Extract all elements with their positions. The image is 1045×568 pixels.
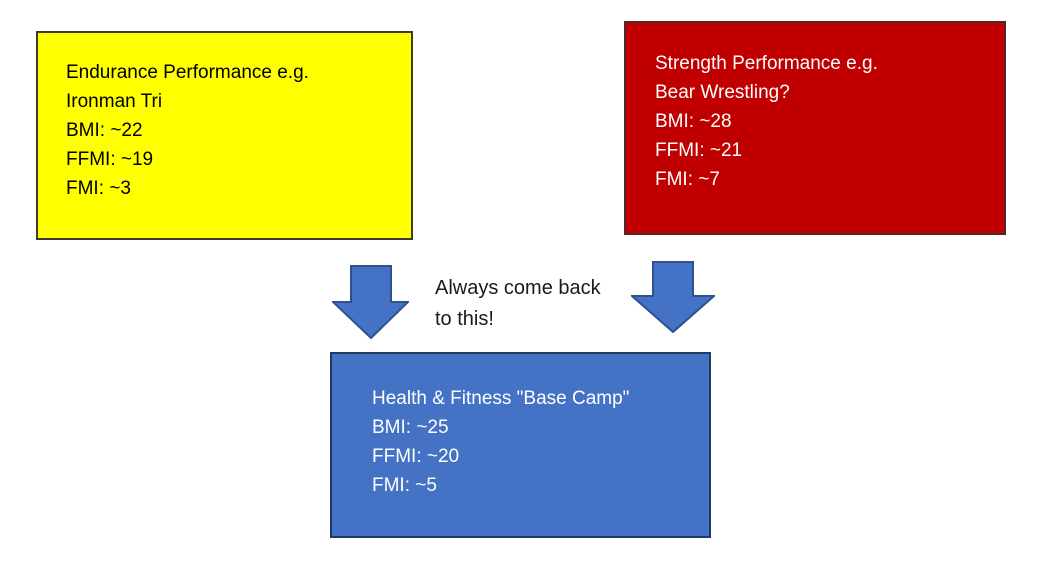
basecamp-fmi-value: FMI: ~5 (372, 475, 437, 496)
down-arrow-icon (332, 265, 409, 339)
endurance-fmi-value: FMI: ~3 (66, 178, 131, 199)
down-arrow-icon (631, 261, 715, 333)
endurance-line-1: Endurance Performance e.g. (66, 62, 309, 83)
endurance-performance-box: Endurance Performance e.g. Ironman Tri B… (36, 31, 413, 240)
down-arrow-shape (332, 265, 409, 339)
strength-fmi-value: FMI: ~7 (655, 169, 720, 190)
strength-performance-box: Strength Performance e.g. Bear Wrestling… (624, 21, 1006, 235)
basecamp-bmi-value: BMI: ~25 (372, 417, 449, 438)
basecamp-title: Health & Fitness "Base Camp" (372, 388, 630, 409)
strength-line-1: Strength Performance e.g. (655, 53, 878, 74)
base-camp-box: Health & Fitness "Base Camp" BMI: ~25 FF… (330, 352, 711, 538)
annotation-line-2: to this! (435, 308, 494, 330)
endurance-ffmi-value: FFMI: ~19 (66, 149, 154, 170)
strength-ffmi-value: FFMI: ~21 (655, 140, 743, 161)
down-arrow-shape (631, 261, 715, 333)
annotation-line-1: Always come back (435, 277, 601, 299)
annotation-text: Always come back to this! (435, 273, 601, 335)
strength-line-2: Bear Wrestling? (655, 82, 790, 103)
basecamp-ffmi-value: FFMI: ~20 (372, 446, 460, 467)
strength-bmi-value: BMI: ~28 (655, 111, 732, 132)
endurance-line-2: Ironman Tri (66, 91, 163, 112)
endurance-bmi-value: BMI: ~22 (66, 120, 143, 141)
